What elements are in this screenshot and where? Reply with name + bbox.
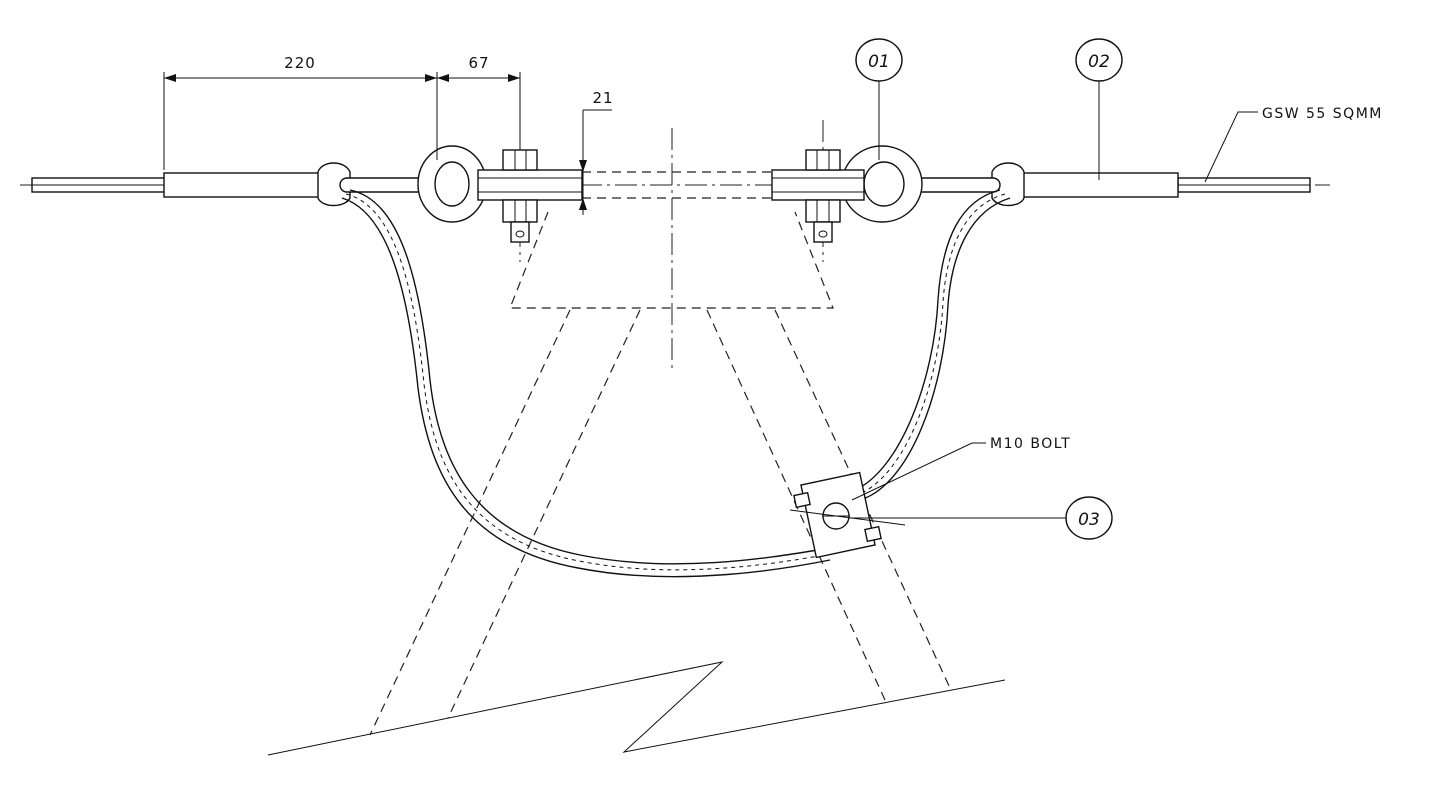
- shackle-right: [771, 145, 923, 243]
- shackle-left: [417, 145, 583, 243]
- bolt-callout-leader: [851, 442, 986, 501]
- balloon-03-label: 03: [1078, 510, 1100, 530]
- tie-bar-hidden: [582, 171, 772, 199]
- bolt-clamp: [789, 471, 906, 559]
- armour-rod-right: [991, 162, 1179, 207]
- balloon-03: [850, 496, 1113, 540]
- bond-wire: [341, 189, 1011, 578]
- dimension-220: 220: [284, 54, 316, 72]
- dimension-lines: [163, 72, 612, 215]
- tower-outline: [267, 211, 1006, 756]
- balloon-02-label: 02: [1088, 52, 1110, 72]
- balloon-01: [855, 38, 903, 160]
- wire-callout-label: GSW 55 SQMM: [1262, 106, 1383, 122]
- dimension-67: 67: [468, 54, 489, 72]
- balloon-02: [1075, 38, 1123, 180]
- balloon-01-label: 01: [868, 52, 890, 72]
- bolt-callout-label: M10 BOLT: [990, 436, 1071, 452]
- wire-callout-leader: [1204, 111, 1258, 183]
- armour-rod-left: [163, 162, 351, 207]
- dimension-21: 21: [592, 89, 613, 107]
- center-lines: [20, 120, 1330, 368]
